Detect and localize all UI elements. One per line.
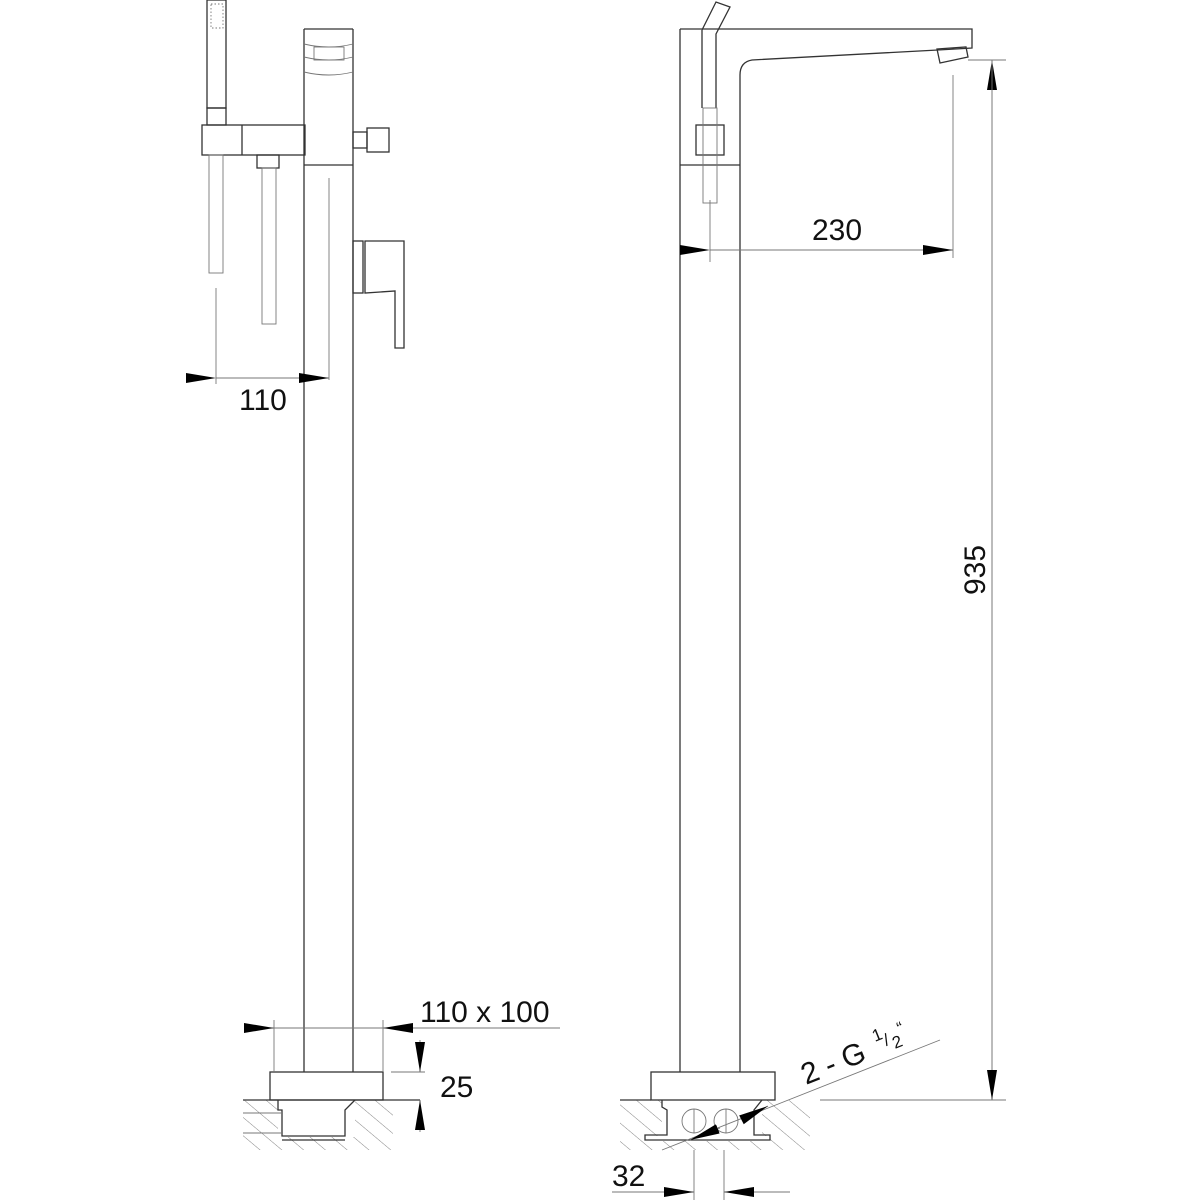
dim-label-32: 32: [612, 1160, 645, 1193]
spout-body: [679, 28, 973, 1072]
shower-holder: [201, 124, 306, 156]
dimension-spout-height: 935: [820, 59, 1006, 1101]
left-view: 110 110 x 100 25: [186, 0, 560, 1150]
inlet-fraction-sep: /: [881, 1030, 893, 1049]
hand-shower: [206, 0, 227, 126]
dimension-hand-shower-offset: 110: [186, 288, 329, 417]
side-hand-shower: [695, 1, 731, 204]
dimension-base-size: 110 x 100: [244, 996, 560, 1072]
dimension-base-height: 25: [391, 1040, 473, 1132]
right-base: [620, 1071, 810, 1150]
dim-label-base-size: 110 x 100: [420, 996, 550, 1029]
dim-label-110: 110: [239, 384, 287, 417]
dim-label-230: 230: [812, 214, 862, 247]
dim-label-935: 935: [959, 545, 992, 595]
right-view: 230 935 2 - G 1: [612, 1, 1006, 1200]
shower-hose: [208, 154, 280, 325]
mixer-lever: [352, 240, 405, 349]
dimension-spout-reach: 230: [680, 75, 954, 262]
diverter-knob: [352, 127, 390, 153]
dim-label-25: 25: [440, 1071, 473, 1104]
dimension-inlet-spacing: 32: [612, 1150, 790, 1200]
mixer-body: [303, 28, 354, 1072]
inlet-label: 2 - G: [796, 1036, 870, 1092]
left-base: [243, 1071, 420, 1150]
